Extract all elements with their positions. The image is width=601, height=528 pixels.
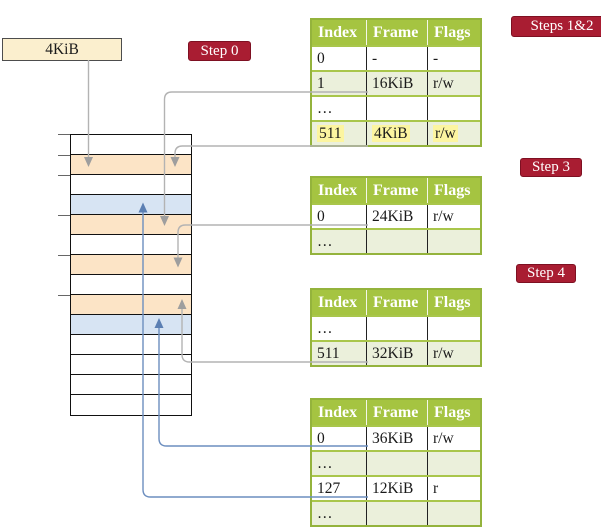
cell-frame: -	[367, 47, 428, 70]
header-frame: Frame	[367, 400, 428, 425]
cell-frame: 16KiB	[367, 72, 428, 95]
cell-flags: r/w	[433, 430, 454, 447]
memory-row-blue	[71, 195, 191, 215]
cell-index: 0	[312, 47, 367, 70]
header-index: Index	[312, 290, 367, 315]
table-row: 0 - -	[312, 45, 480, 70]
memory-row-white	[71, 175, 191, 195]
cell-index: 511	[312, 122, 367, 145]
badge-steps-1-2: Steps 1&2	[511, 16, 601, 37]
table-header-row: Index Frame Flags	[312, 178, 480, 203]
highlighted-value: 4KiB	[372, 125, 410, 142]
memory-tick	[58, 295, 70, 296]
cell-frame: 12KiB	[367, 477, 428, 500]
memory-row-white	[71, 355, 191, 375]
page-table-steps-1-2: Index Frame Flags 0 - - 1 16KiB r/w … 51…	[310, 18, 482, 147]
table-row: …	[312, 500, 480, 525]
badge-step-0: Step 0	[188, 41, 251, 61]
memory-tick	[58, 215, 70, 216]
cell-flags	[428, 230, 480, 253]
header-flags: Flags	[434, 182, 471, 199]
cell-flags: r/w	[428, 122, 480, 145]
memory-tick	[58, 134, 70, 135]
table-row: …	[312, 95, 480, 120]
cell-frame	[367, 317, 428, 340]
cell-frame	[367, 502, 428, 525]
frame-size-box: 4KiB	[2, 38, 122, 61]
header-frame: Frame	[367, 290, 428, 315]
memory-row-white	[71, 335, 191, 355]
table-row: 0 24KiB r/w	[312, 203, 480, 228]
header-flags: Flags	[434, 294, 471, 311]
cell-frame	[367, 452, 428, 475]
header-index: Index	[312, 178, 367, 203]
table-row: 511 32KiB r/w	[312, 340, 480, 365]
cell-flags: r/w	[428, 342, 480, 365]
header-index: Index	[312, 400, 367, 425]
badge-step-4: Step 4	[516, 264, 576, 283]
cell-index: …	[312, 452, 367, 475]
header-frame: Frame	[367, 178, 428, 203]
cell-index: 511	[312, 342, 367, 365]
cell-index: 0	[312, 427, 367, 450]
cell-flags: r/w	[433, 208, 454, 225]
memory-tick	[58, 175, 70, 176]
cell-flags	[428, 317, 480, 340]
page-table-final: Index Frame Flags 0 36KiB r/w … 127 12Ki…	[310, 398, 482, 527]
memory-row-white	[71, 275, 191, 295]
cell-frame: 24KiB	[367, 205, 428, 228]
memory-row-white	[71, 235, 191, 255]
cell-frame: 4KiB	[367, 122, 428, 145]
cell-flags	[428, 452, 480, 475]
header-flags: Flags	[434, 24, 471, 41]
cell-index: …	[312, 502, 367, 525]
cell-index: …	[312, 317, 367, 340]
table-header-row: Index Frame Flags	[312, 400, 480, 425]
cell-index: 1	[312, 72, 367, 95]
table-header-row: Index Frame Flags	[312, 20, 480, 45]
memory-column	[70, 134, 192, 416]
memory-row-white	[71, 395, 191, 415]
highlighted-value: r/w	[433, 125, 458, 142]
cell-index: 0	[312, 205, 367, 228]
cell-flags	[428, 97, 480, 120]
highlighted-value: 511	[317, 125, 344, 142]
arrow-table1-4kib-to-memory	[174, 145, 368, 158]
table-row: …	[312, 228, 480, 253]
cell-frame	[367, 230, 428, 253]
cell-flags: -	[433, 50, 439, 67]
table-row: 1 16KiB r/w	[312, 70, 480, 95]
cell-frame: 32KiB	[367, 342, 428, 365]
header-flags: Flags	[434, 404, 471, 421]
page-table-step-4: Index Frame Flags … 511 32KiB r/w	[310, 288, 482, 367]
header-index: Index	[312, 20, 367, 45]
memory-row-blue	[71, 315, 191, 335]
table-row: …	[312, 315, 480, 340]
cell-index: …	[312, 230, 367, 253]
memory-row-white	[71, 135, 191, 155]
cell-index: …	[312, 97, 367, 120]
table-row: 0 36KiB r/w	[312, 425, 480, 450]
memory-tick	[58, 255, 70, 256]
cell-index: 127	[312, 477, 367, 500]
cell-flags: r/w	[428, 72, 480, 95]
memory-row-peach	[71, 255, 191, 275]
badge-step-3: Step 3	[520, 158, 582, 177]
cell-frame	[367, 97, 428, 120]
cell-frame: 36KiB	[367, 427, 428, 450]
memory-tick	[58, 155, 70, 156]
memory-row-peach	[71, 295, 191, 315]
memory-row-peach	[71, 215, 191, 235]
page-table-step-3: Index Frame Flags 0 24KiB r/w …	[310, 176, 482, 255]
memory-row-peach	[71, 155, 191, 175]
table-header-row: Index Frame Flags	[312, 290, 480, 315]
table-row: …	[312, 450, 480, 475]
cell-flags	[428, 502, 480, 525]
memory-row-white	[71, 375, 191, 395]
table-row-highlighted: 511 4KiB r/w	[312, 120, 480, 145]
table-row: 127 12KiB r	[312, 475, 480, 500]
cell-flags: r	[433, 480, 439, 497]
header-frame: Frame	[367, 20, 428, 45]
